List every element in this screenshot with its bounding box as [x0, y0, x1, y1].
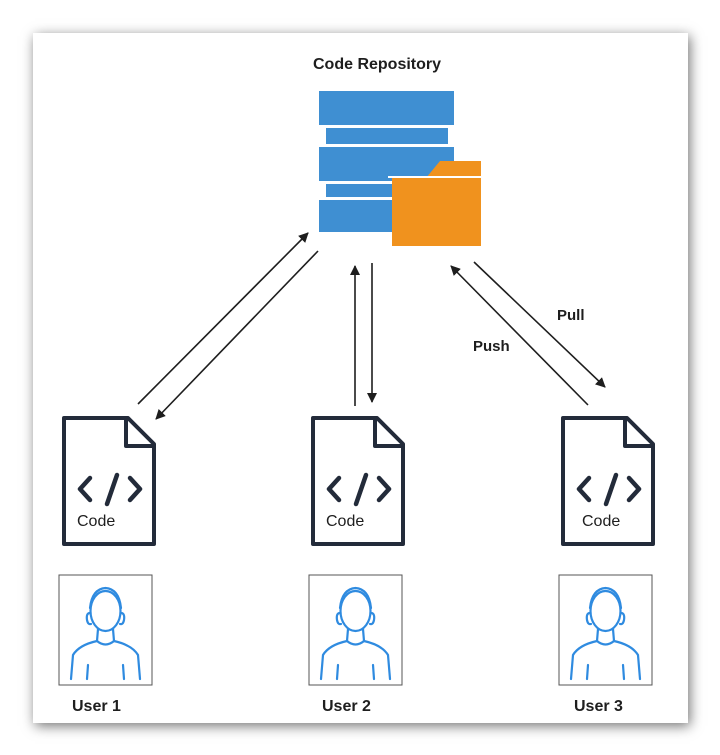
push-arrow-user1: [137, 232, 309, 405]
user-2-label: User 2: [322, 698, 371, 715]
repository-title: Code Repository: [313, 56, 442, 73]
user-avatar-icon: [308, 574, 403, 686]
code-file-label: Code: [77, 513, 116, 530]
pull-arrow-user1: [155, 250, 319, 420]
pull-label: Pull: [557, 307, 585, 324]
pull-arrow-user3: [473, 261, 606, 388]
code-file-icon: [311, 416, 405, 546]
push-arrow-user3: [450, 265, 589, 406]
code-file-label: Code: [582, 513, 621, 530]
user-avatar-icon: [558, 574, 653, 686]
user-avatar-icon: [58, 574, 153, 686]
code-file-icon: [561, 416, 655, 546]
folder-icon: [388, 161, 484, 246]
code-file-label: Code: [326, 513, 365, 530]
push-label: Push: [473, 338, 510, 355]
database-icon: [319, 91, 454, 232]
user-3-label: User 3: [574, 698, 623, 715]
user-1-label: User 1: [72, 698, 121, 715]
code-file-icon: [62, 416, 156, 546]
